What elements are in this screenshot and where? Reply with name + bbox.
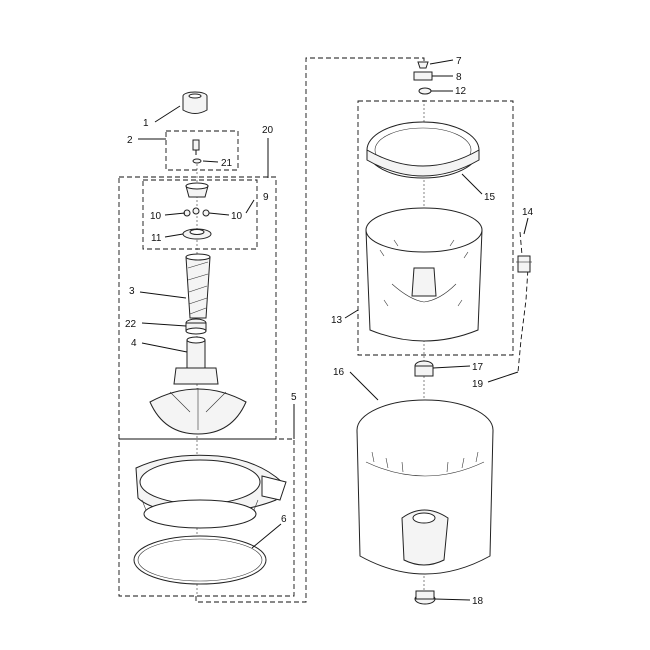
callout-22: 22 bbox=[125, 319, 137, 330]
hub-nut bbox=[414, 360, 434, 377]
leader-lines bbox=[138, 59, 529, 601]
callout-11: 11 bbox=[151, 233, 162, 244]
callout-8: 8 bbox=[456, 72, 462, 83]
callout-20: 20 bbox=[262, 125, 274, 136]
callout-15: 15 bbox=[484, 192, 496, 203]
group-box-13 bbox=[357, 100, 514, 356]
callout-10-right: 10 bbox=[231, 211, 243, 222]
callout-17: 17 bbox=[472, 362, 484, 373]
group-box-20 bbox=[118, 176, 277, 440]
outer-tub bbox=[356, 399, 494, 575]
dog-assembly bbox=[182, 182, 212, 240]
callout-12: 12 bbox=[455, 86, 467, 97]
tub-ring-balance bbox=[366, 121, 480, 179]
callout-3: 3 bbox=[129, 286, 135, 297]
drain-hose-dashes bbox=[517, 231, 529, 373]
clutch-ring bbox=[185, 318, 207, 335]
group-box-9 bbox=[142, 179, 258, 250]
agitator-cap bbox=[182, 91, 208, 114]
drain-hose-clamp bbox=[516, 255, 532, 273]
tub-ring bbox=[135, 454, 287, 529]
callout-14: 14 bbox=[522, 207, 534, 218]
agitator-barrel bbox=[185, 253, 211, 319]
callout-21: 21 bbox=[221, 158, 233, 169]
callout-19: 19 bbox=[472, 379, 484, 390]
callout-6: 6 bbox=[281, 514, 287, 525]
callout-16: 16 bbox=[333, 367, 345, 378]
connector-line-right bbox=[195, 57, 425, 603]
bottom-seal bbox=[414, 590, 436, 605]
agitator-base bbox=[149, 336, 247, 435]
group-box-2 bbox=[165, 130, 239, 171]
callout-1: 1 bbox=[143, 118, 149, 129]
bolt-and-washer bbox=[192, 139, 202, 164]
callout-10-left: 10 bbox=[150, 211, 162, 222]
callout-2: 2 bbox=[127, 135, 133, 146]
group-box-5 bbox=[118, 438, 295, 597]
callout-4: 4 bbox=[131, 338, 137, 349]
callout-9: 9 bbox=[263, 192, 269, 203]
callout-18: 18 bbox=[472, 596, 484, 607]
spanner-nut-set bbox=[413, 61, 433, 95]
callout-7: 7 bbox=[456, 56, 462, 67]
callout-5: 5 bbox=[291, 392, 297, 403]
tub-seal-ring bbox=[133, 535, 267, 585]
inner-basket bbox=[365, 207, 483, 342]
callout-13: 13 bbox=[331, 315, 343, 326]
